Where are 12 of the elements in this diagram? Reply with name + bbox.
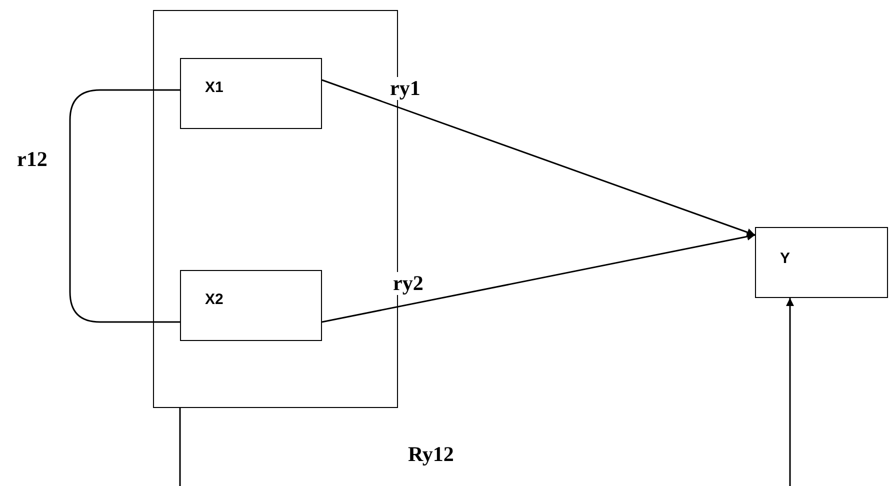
variable-box [755,227,888,298]
connector-line [69,89,180,323]
arrow [322,232,756,323]
edge-label: ry1 [388,77,422,100]
variable-label: X2 [205,291,224,308]
arrow [322,79,756,236]
arrow [179,298,794,486]
variable-label: Y [780,250,790,267]
edge-label: ry2 [391,272,426,296]
variable-box [180,270,322,341]
variable-label: X1 [205,79,224,96]
variable-box [180,58,322,129]
